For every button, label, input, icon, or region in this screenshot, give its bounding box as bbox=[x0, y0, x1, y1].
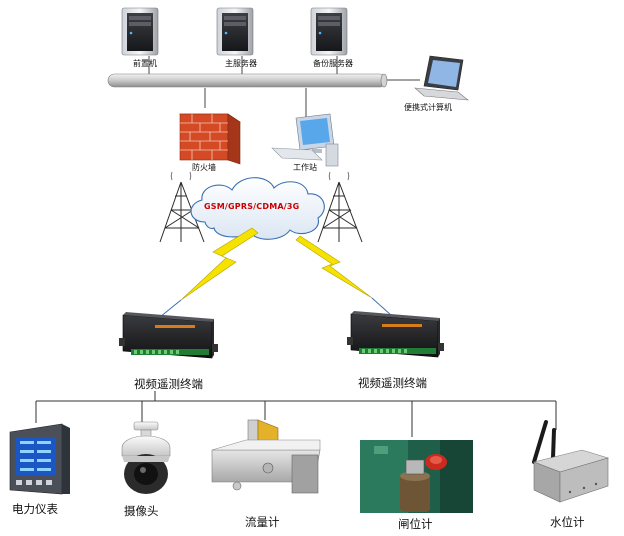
device-label-flow-meter: 流量计 bbox=[245, 515, 280, 529]
device-label-power-meter: 电力仪表 bbox=[12, 502, 58, 516]
device-label-camera: 摄像头 bbox=[124, 504, 159, 518]
lan-bus bbox=[107, 73, 388, 88]
wireless-cloud bbox=[190, 177, 325, 240]
server-label-main: 主服务器 bbox=[225, 59, 257, 68]
lan-connections bbox=[148, 56, 420, 118]
firewall-label: 防火墙 bbox=[192, 163, 216, 172]
server-icon-backup bbox=[310, 7, 348, 56]
gate-position-meter-icon bbox=[360, 440, 473, 513]
device-label-gate-meter: 闸位计 bbox=[398, 517, 433, 531]
power-meter-icon bbox=[9, 423, 70, 495]
terminal-device-left-icon bbox=[119, 312, 218, 359]
firewall-icon bbox=[179, 113, 241, 165]
server-label-front: 前置机 bbox=[133, 59, 157, 68]
laptop-label: 便携式计算机 bbox=[404, 103, 452, 112]
terminal-label-left: 视频遥测终端 bbox=[134, 377, 203, 391]
server-icon-front bbox=[121, 7, 159, 56]
dome-camera-icon bbox=[121, 421, 171, 494]
laptop-icon bbox=[414, 55, 469, 101]
water-level-meter-icon bbox=[532, 420, 610, 503]
server-icon-main bbox=[216, 7, 254, 56]
network-label: GSM/GPRS/CDMA/3G bbox=[204, 202, 300, 211]
workstation-icon bbox=[271, 113, 339, 167]
terminal-device-right-icon bbox=[347, 311, 444, 358]
wireless-signal-right-icon bbox=[295, 235, 393, 317]
workstation-label: 工作站 bbox=[293, 163, 317, 172]
server-label-backup: 备份服务器 bbox=[313, 59, 353, 68]
antenna-tower-right-icon bbox=[317, 171, 363, 243]
wireless-signal-left-icon bbox=[159, 227, 259, 318]
device-label-water-level-meter: 水位计 bbox=[550, 515, 585, 529]
terminal-label-right: 视频遥测终端 bbox=[358, 376, 427, 390]
flow-meter-icon bbox=[211, 419, 321, 494]
field-bus bbox=[35, 391, 557, 437]
